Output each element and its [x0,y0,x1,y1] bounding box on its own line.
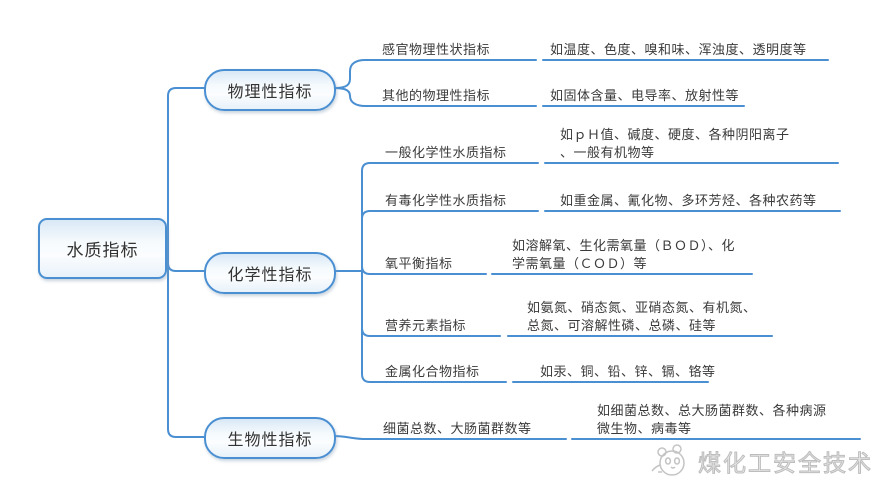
leaf-detail-metal-compounds: 如汞、铜、铅、锌、镉、铬等 [540,364,716,379]
leaf-label-bacteria-counts: 细菌总数、大肠菌群数等 [383,421,532,436]
leaf-detail-sensory-physical: 如温度、色度、嗅和味、浑浊度、透明度等 [550,42,807,57]
leaf-label-nutrient-elements: 营养元素指标 [385,318,467,333]
leaf-detail-oxygen-balance: 如溶解氧、生化需氧量（ＢＯＤ）、化 学需氧量（ＣＯＤ）等 [512,238,736,271]
leaf-label-toxic-chemical: 有毒化学性水质指标 [385,193,507,208]
branch-node-physical-label: 物理性指标 [227,84,313,101]
leaf-detail-other-physical: 如固体含量、电导率、放射性等 [550,88,740,103]
branch-node-chemical-label: 化学性指标 [227,267,313,284]
panda-face-icon [651,444,685,476]
root-node-label: 水质指标 [66,241,139,260]
branch-node-physical: 物理性指标 [204,69,336,111]
leaf-detail-nutrient-elements: 如氨氮、硝态氮、亚硝态氮、有机氮、 总氮、可溶解性磷、总磷、硅等 [527,300,757,333]
branch-node-biological-label: 生物性指标 [227,432,313,449]
leaf-label-sensory-physical: 感官物理性状指标 [382,42,491,57]
watermark-text: 煤化工安全技术 [698,450,873,477]
leaf-detail-bacteria-counts: 如细菌总数、总大肠菌群数、各种病源 微生物、病毒等 [597,403,827,436]
leaf-label-other-physical: 其他的物理性指标 [382,88,491,103]
leaf-label-oxygen-balance: 氧平衡指标 [385,256,453,271]
watermark: 煤化工安全技术 [648,443,873,479]
root-node: 水质指标 [38,218,167,279]
leaf-label-general-chemical: 一般化学性水质指标 [385,145,507,160]
branch-node-biological: 生物性指标 [204,417,336,459]
leaf-detail-general-chemical: 如ｐＨ值、碱度、硬度、各种阴阳离子 、一般有机物等 [560,127,790,160]
leaf-label-metal-compounds: 金属化合物指标 [385,364,480,379]
leaf-detail-toxic-chemical: 如重金属、氰化物、多环芳烃、各种农药等 [560,193,817,208]
branch-node-chemical: 化学性指标 [204,252,336,294]
